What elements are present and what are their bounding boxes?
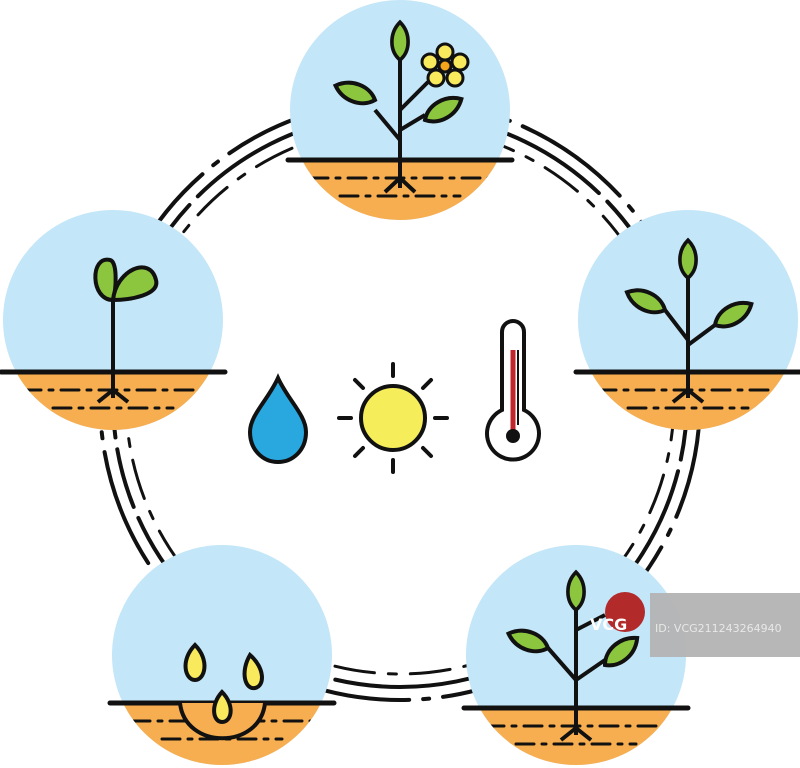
sun-icon — [337, 362, 449, 474]
stage-young-plant — [573, 210, 800, 430]
watermark-id: ID: VCG211243264940 — [655, 622, 782, 635]
fruit-plant-icon — [505, 569, 640, 742]
thermometer-icon — [485, 319, 541, 462]
stage-flowering — [285, 0, 515, 220]
stage-seeds — [107, 545, 337, 765]
flower-plant-icon — [332, 19, 470, 194]
plant-icon — [624, 237, 754, 404]
sprout-icon — [93, 257, 159, 404]
stage-sprout — [0, 210, 228, 430]
watermark-logo: VCG — [590, 615, 627, 634]
watermark: VCG ID: VCG211243264940 — [590, 592, 800, 657]
water-drop-icon — [247, 373, 309, 465]
seeds-icon — [178, 642, 267, 741]
